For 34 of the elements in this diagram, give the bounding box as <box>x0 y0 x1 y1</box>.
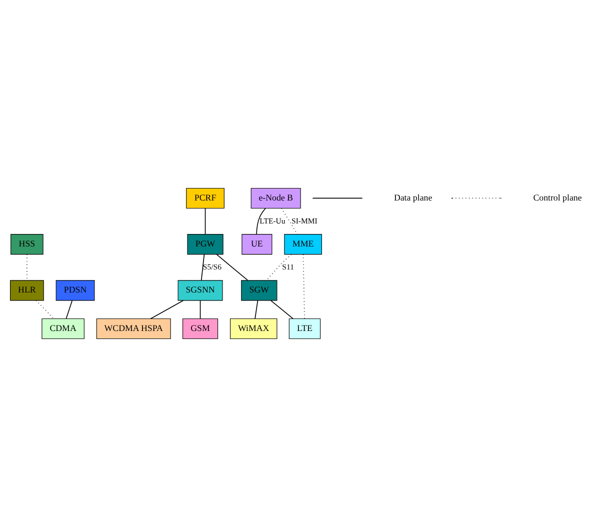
node-box: UE <box>242 234 272 255</box>
edge-label: S11 <box>282 262 294 272</box>
node-box: HLR <box>10 280 44 301</box>
connector <box>36 300 54 319</box>
node-box: GSM <box>182 318 218 340</box>
connector <box>204 208 206 235</box>
legend-label: Data plane <box>394 192 432 202</box>
legend-label: Control plane <box>533 192 582 202</box>
node-box: LTE <box>288 318 321 340</box>
connector <box>66 300 73 319</box>
edge-label: LTE-Uu <box>260 216 286 226</box>
connector <box>281 208 298 235</box>
node-box: WCDMA HSPA <box>96 318 171 340</box>
connector <box>150 300 184 320</box>
node-box: PGW <box>187 234 224 255</box>
node-box: e-Node B <box>250 188 301 208</box>
node-box: CDMA <box>42 318 84 340</box>
edge-label: SI-MMI <box>292 216 318 226</box>
connector <box>216 254 248 281</box>
connector <box>254 300 258 319</box>
node-box: WiMAX <box>230 318 278 340</box>
node-box: SGW <box>241 280 278 301</box>
node-box: HSS <box>10 234 44 255</box>
node-box: PDSN <box>56 280 95 301</box>
edge-label: S5/S6 <box>202 262 222 272</box>
connector <box>200 254 205 281</box>
connector <box>256 208 266 235</box>
node-box: PCRF <box>186 188 224 208</box>
node-box: MME <box>284 234 322 255</box>
connector <box>302 254 305 320</box>
connector <box>266 254 292 281</box>
node-box: SGSNN <box>178 280 223 301</box>
connector <box>200 300 201 319</box>
connector <box>270 300 294 320</box>
